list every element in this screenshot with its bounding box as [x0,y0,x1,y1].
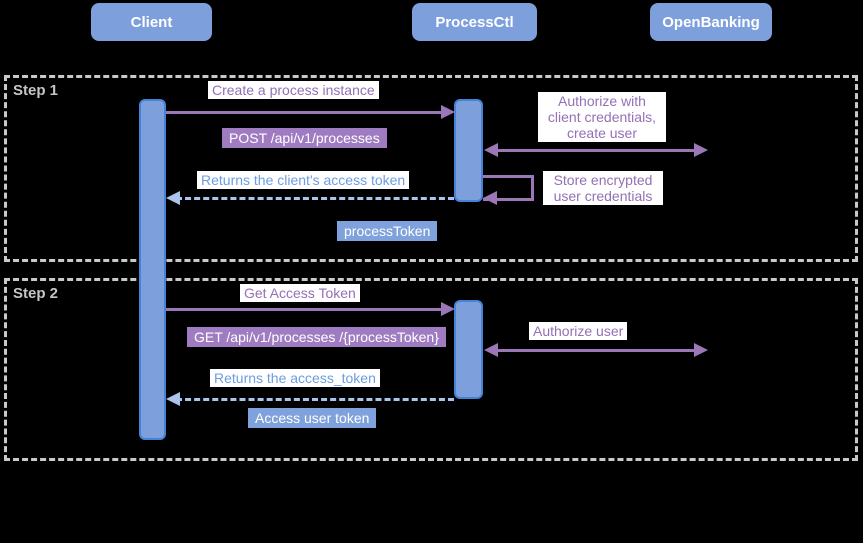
arrowhead-right-icon [694,143,708,157]
processctl-activation-bar-step2 [454,300,483,399]
arrowhead-left-icon [166,191,180,205]
actor-client: Client [91,3,212,41]
step1-return-arrow-line [176,197,454,200]
arrowhead-right-icon [694,343,708,357]
step2-returns-access-token-label: Returns the access_token [210,369,380,387]
step1-post-endpoint-badge: POST /api/v1/processes [222,128,387,148]
processctl-activation-bar-step1 [454,99,483,202]
step2-return-arrow-line [176,398,454,401]
step1-request-arrow-line [166,111,443,114]
step1-create-process-label: Create a process instance [208,81,379,99]
step1-store-credentials-label: Store encrypted user credentials [543,171,663,205]
step1-process-token-badge: processToken [337,221,438,241]
actor-processctl: ProcessCtl [412,3,537,41]
arrowhead-left-icon [483,191,497,205]
step2-authorize-user-label: Authorize user [529,322,628,340]
step1-selfcall-loop [483,175,534,201]
arrowhead-left-icon [484,143,498,157]
actor-openbanking-label: OpenBanking [662,13,760,31]
step2-get-access-token-label: Get Access Token [240,284,360,302]
step2-label: Step 2 [13,285,59,302]
actor-processctl-label: ProcessCtl [435,13,514,31]
step1-label: Step 1 [13,82,59,99]
arrowhead-left-icon [484,343,498,357]
step1-authorize-arrow-line [492,149,700,152]
arrowhead-right-icon [441,105,455,119]
step2-access-user-token-badge: Access user token [248,408,377,428]
step1-frame: Step 1 [4,75,858,262]
arrowhead-right-icon [441,302,455,316]
step1-returns-token-label: Returns the client's access token [197,171,410,189]
actor-client-label: Client [130,13,173,31]
arrowhead-left-icon [166,392,180,406]
step2-authorize-arrow-line [492,349,700,352]
step2-frame: Step 2 [4,278,858,461]
step1-authorize-client-label: Authorize with client credentials, creat… [538,92,666,142]
step2-request-arrow-line [166,308,443,311]
step2-get-endpoint-badge: GET /api/v1/processes /{processToken} [187,327,446,347]
actor-openbanking: OpenBanking [650,3,772,41]
client-activation-bar [139,99,166,440]
